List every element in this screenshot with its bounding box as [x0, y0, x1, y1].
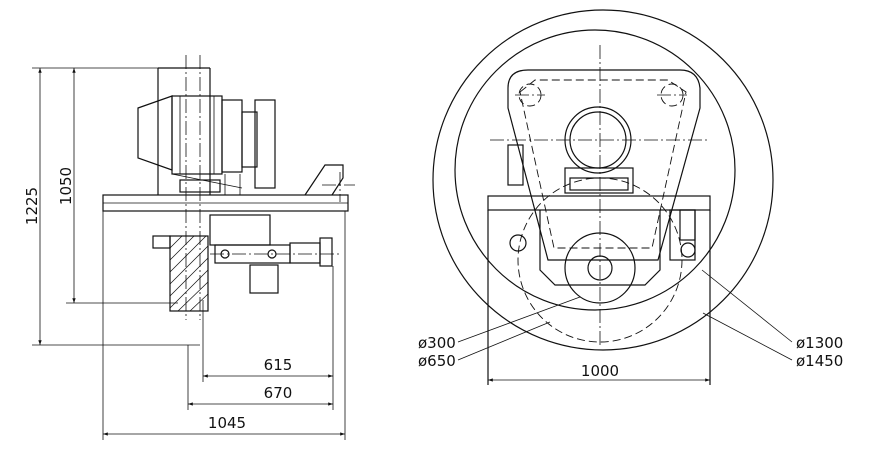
dim-label-1045: 1045: [208, 414, 246, 432]
side-view-frame: [102, 55, 349, 320]
dim-label-670: 670: [264, 384, 293, 402]
dim-width-670: 670: [187, 345, 334, 410]
label-dia-1450: ø1450: [796, 352, 843, 370]
side-view-hopper: [304, 164, 355, 202]
front-view-bracket: [507, 69, 701, 261]
front-view: ø300 ø650 ø1300 ø1450 1000: [418, 9, 843, 385]
side-view: 1225 1050 615 670 1045: [23, 55, 355, 440]
front-view-base: [487, 195, 711, 385]
side-view-lower-mechanism: [152, 214, 340, 312]
label-dia-1300: ø1300: [796, 334, 843, 352]
dim-width-615: 615: [202, 266, 334, 382]
dim-label-1225: 1225: [23, 187, 41, 225]
front-view-motor: [507, 106, 634, 194]
circle-dia-1450: [432, 9, 774, 351]
dim-width-1045: 1045: [102, 211, 346, 440]
dim-upper-height: 1050: [57, 68, 178, 304]
dim-label-1000: 1000: [581, 362, 619, 380]
dim-overall-height: 1225: [23, 67, 200, 346]
dim-width-1000: 1000: [488, 362, 710, 382]
dim-label-615: 615: [264, 356, 293, 374]
circle-dia-1300: [454, 29, 736, 311]
label-dia-300: ø300: [418, 334, 456, 352]
dim-label-1050: 1050: [57, 167, 75, 205]
label-dia-650: ø650: [418, 352, 456, 370]
front-view-leaders: [457, 269, 793, 361]
side-view-motor: [137, 95, 276, 195]
